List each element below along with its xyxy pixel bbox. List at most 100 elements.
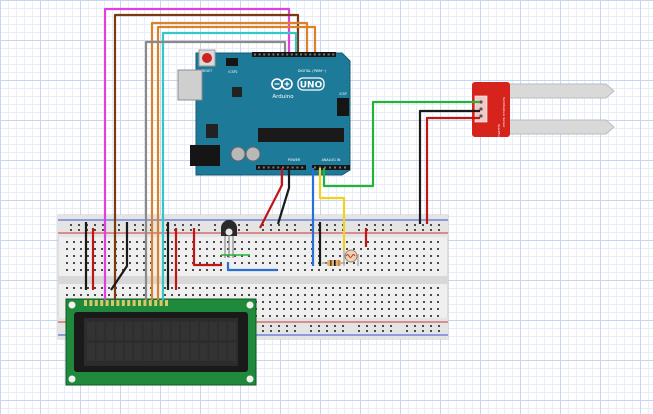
rail-hole <box>390 224 392 226</box>
wire-black-lcd <box>110 222 129 291</box>
rail-hole <box>430 229 432 231</box>
breadboard-hole <box>388 287 390 289</box>
breadboard-hole <box>297 241 299 243</box>
wire-red-sensor <box>425 116 480 224</box>
breadboard-hole <box>199 241 201 243</box>
breadboard-hole <box>360 308 362 310</box>
breadboard-hole <box>290 262 292 264</box>
rail-hole <box>182 224 184 226</box>
rail-hole <box>214 224 216 226</box>
breadboard-hole <box>409 287 411 289</box>
breadboard-hole <box>346 287 348 289</box>
wire-cyan <box>161 31 298 300</box>
breadboard-hole <box>213 255 215 257</box>
power-pin <box>282 166 284 169</box>
lcd-char-cell <box>171 322 180 340</box>
breadboard-hole <box>423 255 425 257</box>
rail-hole <box>134 229 136 231</box>
breadboard-hole <box>290 255 292 257</box>
breadboard-hole <box>395 248 397 250</box>
breadboard-hole <box>416 294 418 296</box>
rail-hole <box>310 224 312 226</box>
breadboard-hole <box>402 301 404 303</box>
breadboard-hole <box>108 248 110 250</box>
breadboard-hole <box>311 287 313 289</box>
breadboard-hole <box>290 287 292 289</box>
breadboard-hole <box>339 308 341 310</box>
breadboard-hole <box>122 255 124 257</box>
power-pin <box>277 166 280 169</box>
breadboard-hole <box>94 269 96 271</box>
breadboard-hole <box>255 294 257 296</box>
breadboard-hole <box>325 241 327 243</box>
lcd-char-cell <box>115 322 124 340</box>
rail-hole <box>334 224 336 226</box>
breadboard-hole <box>423 308 425 310</box>
breadboard-hole <box>185 248 187 250</box>
breadboard-hole <box>87 255 89 257</box>
breadboard-hole <box>94 255 96 257</box>
breadboard-hole <box>262 308 264 310</box>
rail-hole <box>238 229 240 231</box>
breadboard-hole <box>87 269 89 271</box>
wire-blue-transistor <box>226 262 277 272</box>
breadboard-hole <box>129 294 131 296</box>
breadboard-hole <box>213 262 215 264</box>
lcd-pin <box>84 300 87 306</box>
breadboard-hole <box>395 269 397 271</box>
breadboard-hole <box>122 262 124 264</box>
lcd-char-cell <box>209 322 218 340</box>
breadboard-hole <box>108 262 110 264</box>
lcd-char-cell <box>199 322 208 340</box>
lcd-char-cell <box>124 322 133 340</box>
analog-pin <box>314 166 316 169</box>
breadboard-hole <box>409 315 411 317</box>
breadboard-hole <box>423 269 425 271</box>
power-label: POWER <box>288 158 301 162</box>
breadboard-hole <box>178 294 180 296</box>
breadboard-hole <box>122 241 124 243</box>
rail-hole <box>310 229 312 231</box>
rail-hole <box>374 330 376 332</box>
breadboard-hole <box>318 294 320 296</box>
digital-pin <box>327 53 330 56</box>
breadboard-hole <box>325 308 327 310</box>
rail-hole <box>238 224 240 226</box>
breadboard-hole <box>367 255 369 257</box>
breadboard-hole <box>416 287 418 289</box>
lcd-pin <box>111 300 114 306</box>
lcd-char-cell <box>218 322 227 340</box>
breadboard-hole <box>388 269 390 271</box>
rail-hole <box>262 330 264 332</box>
breadboard-hole <box>185 294 187 296</box>
breadboard-hole <box>255 287 257 289</box>
breadboard-hole <box>290 308 292 310</box>
power-pin <box>272 166 275 169</box>
breadboard-hole <box>143 248 145 250</box>
rail-hole <box>182 229 184 231</box>
breadboard-hole <box>220 269 222 271</box>
breadboard-hole <box>241 248 243 250</box>
lcd-char-cell <box>218 343 227 361</box>
breadboard-hole <box>304 269 306 271</box>
breadboard-hole <box>213 294 215 296</box>
breadboard-hole <box>409 241 411 243</box>
breadboard-hole <box>262 241 264 243</box>
breadboard-hole <box>248 294 250 296</box>
breadboard-hole <box>178 287 180 289</box>
breadboard-hole <box>367 262 369 264</box>
breadboard-hole <box>304 287 306 289</box>
breadboard-hole <box>73 269 75 271</box>
breadboard-hole <box>276 241 278 243</box>
breadboard-hole <box>332 255 334 257</box>
digital-pin <box>272 53 275 56</box>
power-pin <box>296 166 299 169</box>
breadboard-hole <box>66 248 68 250</box>
digital-pin <box>267 53 270 56</box>
breadboard-hole <box>297 255 299 257</box>
capacitor <box>245 146 261 162</box>
breadboard-hole <box>346 262 348 264</box>
breadboard-hole <box>367 301 369 303</box>
soil-moisture-sensor: Soil Moisture Sensor SparkFun <box>472 82 615 138</box>
